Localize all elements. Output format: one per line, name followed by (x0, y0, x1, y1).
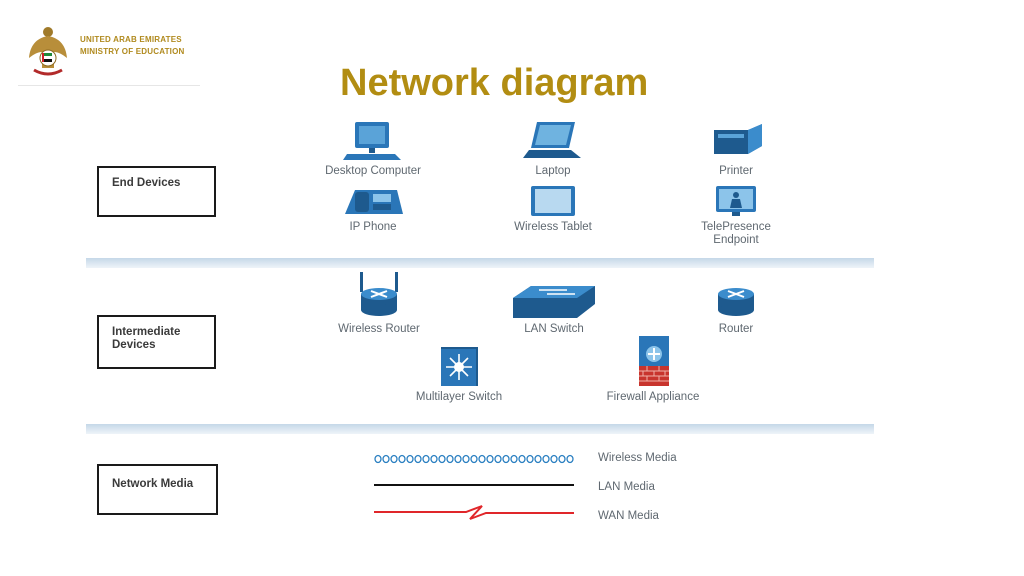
printer-icon (714, 124, 762, 154)
device-label-line2: Endpoint (713, 234, 759, 246)
network-media-category-box: Network Media (97, 464, 218, 515)
wireless-media-line (374, 454, 574, 464)
intermediate-devices-category-box: Intermediate Devices (97, 315, 216, 369)
device-telepresence-endpoint: TelePresence Endpoint (661, 184, 811, 247)
network-media-label: Network Media (112, 478, 194, 490)
device-printer: Printer (661, 120, 811, 178)
device-wireless-tablet: Wireless Tablet (478, 184, 628, 234)
lan-media-line (374, 484, 574, 486)
multilayer-switch-icon (441, 347, 478, 386)
device-label: Multilayer Switch (415, 391, 503, 403)
header-divider (18, 85, 200, 86)
wireless-router-icon (360, 272, 398, 316)
wireless-tablet-icon (531, 186, 575, 216)
device-label: Desktop Computer (325, 165, 421, 177)
device-label: TelePresence (701, 221, 771, 233)
device-multilayer-switch: Multilayer Switch (384, 346, 534, 404)
org-name-line2: MINISTRY OF EDUCATION (80, 47, 185, 56)
device-label: Laptop (535, 165, 571, 177)
device-label: LAN Switch (524, 323, 584, 335)
media-label: Wireless Media (598, 452, 677, 464)
intermediate-devices-label-line1: Intermediate (112, 326, 181, 338)
device-router: Router (661, 282, 811, 336)
section-separator (86, 424, 874, 434)
device-wireless-router: Wireless Router (304, 270, 454, 336)
lan-switch-icon (513, 286, 595, 318)
device-firewall-appliance: Firewall Appliance (578, 334, 728, 404)
device-label: Wireless Router (338, 323, 420, 335)
media-label: LAN Media (598, 481, 655, 493)
device-label: Wireless Tablet (514, 221, 592, 233)
network-diagram-figure: End Devices Desktop Computer Laptop (86, 112, 874, 542)
laptop-icon (523, 122, 581, 158)
ip-phone-icon (345, 190, 403, 214)
device-ip-phone: IP Phone (298, 184, 448, 234)
intermediate-devices-band: Intermediate Devices Wireless Router LAN… (86, 268, 874, 424)
device-label: Firewall Appliance (606, 391, 700, 403)
uae-emblem-icon (29, 27, 67, 76)
wan-media-line (374, 505, 574, 520)
section-separator (86, 258, 874, 268)
device-desktop-computer: Desktop Computer (298, 120, 448, 178)
end-devices-label: End Devices (112, 177, 181, 189)
device-label: Router (718, 323, 754, 335)
end-devices-band: End Devices Desktop Computer Laptop (86, 112, 874, 258)
page-title: Network diagram (340, 62, 649, 104)
network-media-band: Network Media Wireless Media LAN Media W… (86, 434, 874, 542)
org-name-line1: UNITED ARAB EMIRATES (80, 35, 182, 44)
device-label: IP Phone (349, 221, 397, 233)
media-label: WAN Media (598, 510, 659, 522)
telepresence-icon (716, 186, 756, 216)
end-devices-category-box: End Devices (97, 166, 216, 217)
device-laptop: Laptop (478, 120, 628, 178)
device-lan-switch: LAN Switch (479, 284, 629, 336)
router-icon (718, 288, 754, 316)
firewall-icon (639, 336, 669, 386)
device-label: Printer (719, 165, 753, 177)
desktop-computer-icon (343, 122, 401, 160)
intermediate-devices-label-line2: Devices (112, 339, 156, 351)
